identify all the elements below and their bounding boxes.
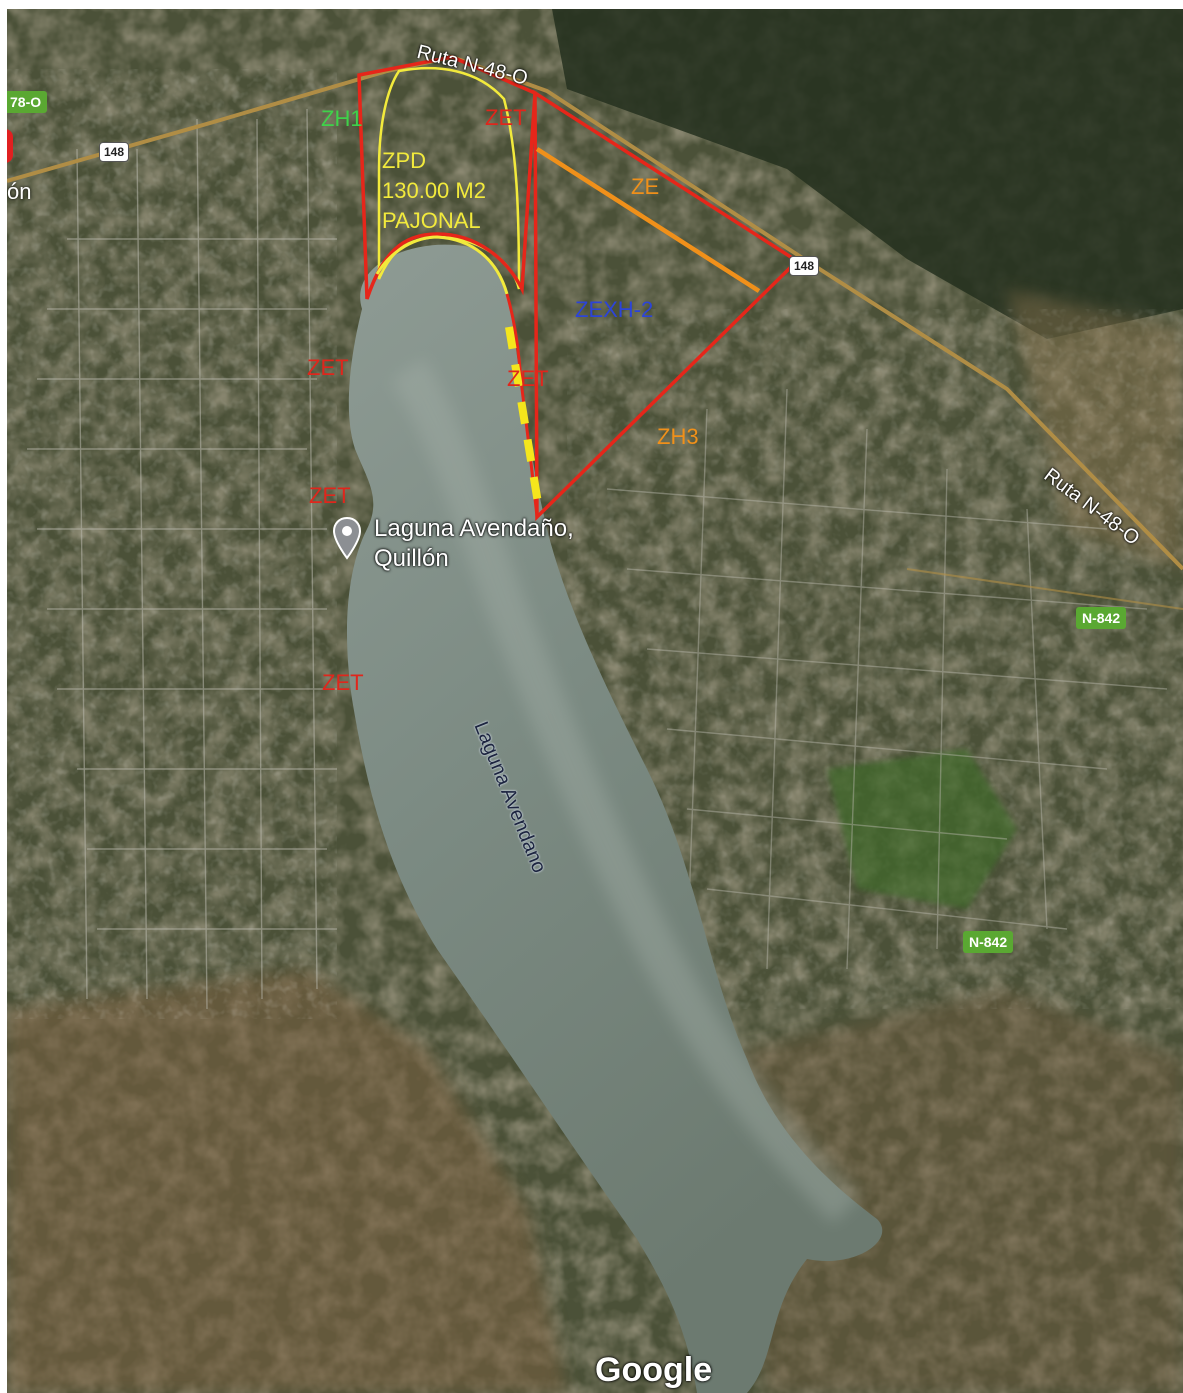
road-n842 bbox=[906, 568, 1183, 610]
zone-label-zet-west-1: ZET bbox=[307, 355, 349, 380]
green-field bbox=[827, 749, 1017, 909]
route-tag-n842-upper: N-842 bbox=[1076, 607, 1127, 629]
route-tag-n842-lower: N-842 bbox=[963, 931, 1014, 953]
urban-texture-west bbox=[7, 69, 337, 1019]
satellite-map[interactable]: Ruta N-48-O Ruta N-48-O 78-O ón 148 148 … bbox=[7, 9, 1183, 1393]
place-label[interactable]: Laguna Avendaño, Quillón bbox=[374, 514, 574, 574]
zexh2-zone-outline bbox=[533, 89, 800, 522]
zpd-area: 130.00 M2 bbox=[382, 178, 486, 203]
place-fragment: ón bbox=[7, 179, 32, 204]
zone-label-zh3: ZH3 bbox=[657, 424, 699, 449]
zpd-type: PAJONAL bbox=[382, 208, 481, 233]
zpd-lake-edge bbox=[375, 235, 509, 295]
zone-label-zh1: ZH1 bbox=[321, 106, 363, 131]
place-locality: Quillón bbox=[374, 545, 449, 572]
google-attribution: Google bbox=[595, 1351, 713, 1389]
shore-dashed-marker bbox=[505, 326, 543, 510]
red-marker bbox=[7, 129, 13, 163]
zone-label-zet-shore: ZET bbox=[507, 366, 549, 391]
route-tag-78o: 78-O bbox=[7, 91, 48, 113]
road-n48o bbox=[7, 54, 1183, 571]
lagoon-shimmer bbox=[390, 357, 862, 1224]
zone-label-zet-north: ZET bbox=[485, 105, 527, 130]
forest-northeast bbox=[552, 9, 1183, 339]
ze-boundary-line bbox=[535, 147, 761, 293]
zone-label-zet-west-3: ZET bbox=[322, 670, 364, 695]
zone-label-zpd: ZPD 130.00 M2 PAJONAL bbox=[382, 146, 486, 236]
zpd-title: ZPD bbox=[382, 148, 426, 173]
zone-label-zexh2: ZEXH-2 bbox=[575, 297, 654, 322]
map-canvas bbox=[7, 9, 1183, 1393]
zone-label-ze: ZE bbox=[631, 174, 660, 199]
place-name: Laguna Avendaño, bbox=[374, 515, 574, 542]
street-grid-west bbox=[27, 108, 337, 1010]
street-grid-east bbox=[606, 388, 1168, 970]
map-pin-icon[interactable] bbox=[332, 516, 362, 560]
field-southeast bbox=[707, 989, 1183, 1393]
zone-label-zet-west-2: ZET bbox=[309, 483, 351, 508]
route-shield-148-east: 148 bbox=[789, 256, 820, 276]
field-southwest bbox=[7, 969, 567, 1393]
route-shield-148-west: 148 bbox=[99, 142, 130, 162]
